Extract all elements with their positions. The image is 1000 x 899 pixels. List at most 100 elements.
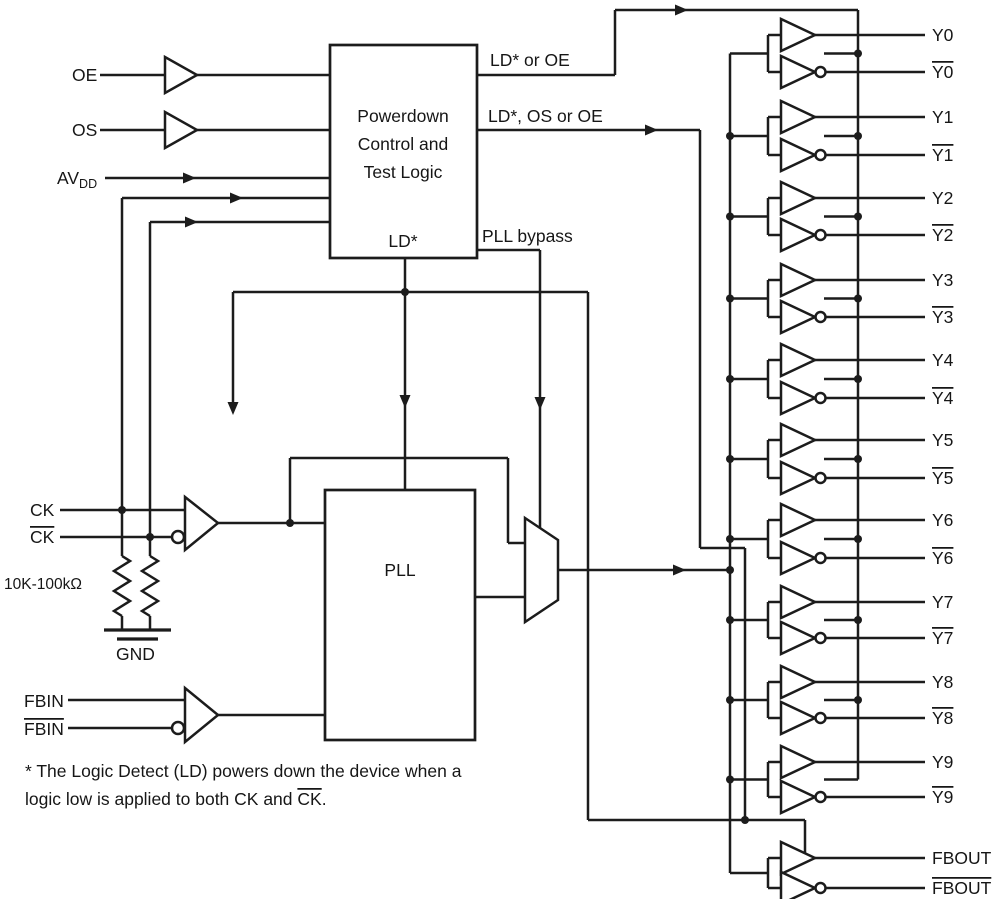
output-buffer-icon: [779, 342, 818, 378]
inverter-bubble-icon: [814, 471, 827, 485]
arrow-right-icon: [185, 216, 198, 228]
output-label-true: Y5: [932, 430, 953, 450]
inverter-bubble-icon: [814, 228, 827, 242]
junction-dot: [726, 775, 734, 784]
output-label-true: Y8: [932, 672, 953, 692]
junction-dot: [146, 533, 154, 541]
arrow-right-icon: [230, 192, 243, 204]
arrow-right-icon: [675, 4, 688, 16]
output-buffer-icon: [779, 17, 818, 53]
output-cell-wires: [730, 680, 925, 720]
inverter-bubble-icon: [814, 711, 827, 725]
output-label-comp: Y2: [932, 225, 953, 245]
label-ld-os-or-oe: LD*, OS or OE: [488, 106, 603, 126]
output-cell-wires: [730, 33, 925, 74]
output-label-true: Y7: [932, 592, 953, 612]
output-label-true: Y6: [932, 510, 953, 530]
output-buffer-inverting-icon: [779, 380, 818, 416]
junction-dot: [401, 288, 409, 296]
output-label-comp: Y8: [932, 708, 953, 728]
output-cell-wires: [730, 518, 925, 560]
inverter-bubble-icon: [814, 790, 827, 804]
junction-dot: [854, 49, 862, 58]
os-buffer-icon: [163, 109, 200, 151]
output-buffer-inverting-icon: [779, 779, 818, 815]
output-cell-wires: [730, 760, 925, 799]
powerdown-control-block: [328, 43, 479, 260]
output-buffer-inverting-icon: [779, 620, 818, 656]
bias-resistors: [104, 510, 171, 641]
junction-dot: [854, 535, 862, 543]
output-buffer-inverting-icon: [779, 540, 818, 576]
input-wire-paths: [60, 73, 330, 730]
output-label-true: Y3: [932, 270, 953, 290]
ground-symbol-icon: [104, 628, 171, 641]
junction-dot: [854, 375, 862, 383]
clock-wire-paths: [218, 456, 730, 717]
label-fbin: FBIN: [24, 691, 64, 711]
fbin-receiver-icon: [183, 685, 220, 745]
inverter-bubble-icon: [170, 529, 186, 545]
output-cell-wires: [730, 856, 925, 890]
junction-dot: [854, 696, 862, 704]
label-os: OS: [72, 120, 97, 140]
arrow-down-icon: [534, 397, 546, 410]
output-cell-wires: [730, 196, 925, 237]
output-label-comp: Y9: [932, 787, 953, 807]
junction-dot: [726, 455, 734, 463]
junction-dot: [726, 616, 734, 624]
output-buffer-inverting-icon: [779, 299, 818, 335]
output-label-true: Y9: [932, 752, 953, 772]
inverter-bubble-icon: [814, 65, 827, 79]
label-resistor-range: 10K-100kΩ: [4, 576, 82, 593]
output-label-comp: FBOUT: [932, 878, 992, 898]
output-buffer-inverting-icon: [779, 54, 818, 90]
output-cell-wires: [730, 115, 925, 157]
junction-dot: [854, 294, 862, 303]
label-ld-or-oe: LD* or OE: [490, 50, 570, 70]
label-avdd: AVDD: [57, 168, 97, 191]
output-cell-wires: [730, 278, 925, 319]
ck-receiver-icon: [183, 494, 220, 553]
output-buffer-inverting-icon: [779, 460, 818, 496]
junction-dots: [118, 288, 749, 824]
output-cell-wires: [730, 600, 925, 640]
junction-dot: [726, 696, 734, 704]
output-label-true: Y0: [932, 25, 954, 45]
mux-icon: [523, 515, 560, 625]
output-buffer-icon: [779, 840, 818, 876]
control-wire-paths: [231, 8, 860, 853]
output-label-comp: Y6: [932, 548, 953, 568]
output-buffer-icon: [779, 180, 818, 216]
inverter-bubble-icon: [814, 391, 827, 405]
junction-dot: [741, 816, 749, 824]
powerdown-title-line3: Test Logic: [364, 162, 443, 182]
inverter-bubble-icon: [814, 148, 827, 162]
wires-control: [231, 8, 860, 853]
wires-inputs: [60, 73, 330, 730]
output-buffer-inverting-icon: [779, 700, 818, 736]
label-avdd-subscript: DD: [79, 177, 97, 191]
output-label-comp: Y5: [932, 468, 953, 488]
footnote-line1: * The Logic Detect (LD) powers down the …: [25, 761, 462, 781]
wires-clock-path: [218, 456, 730, 717]
junction-dot: [286, 519, 294, 527]
output-cell-wires: [730, 358, 925, 400]
output-buffer-icon: [779, 664, 818, 700]
junction-dot: [854, 616, 862, 624]
output-label-comp: Y3: [932, 307, 953, 327]
label-avdd-base: AV: [57, 168, 79, 188]
output-buffer-inverting-icon: [779, 137, 818, 173]
inverter-bubble-icon: [814, 631, 827, 645]
arrow-right-icon: [673, 564, 686, 576]
